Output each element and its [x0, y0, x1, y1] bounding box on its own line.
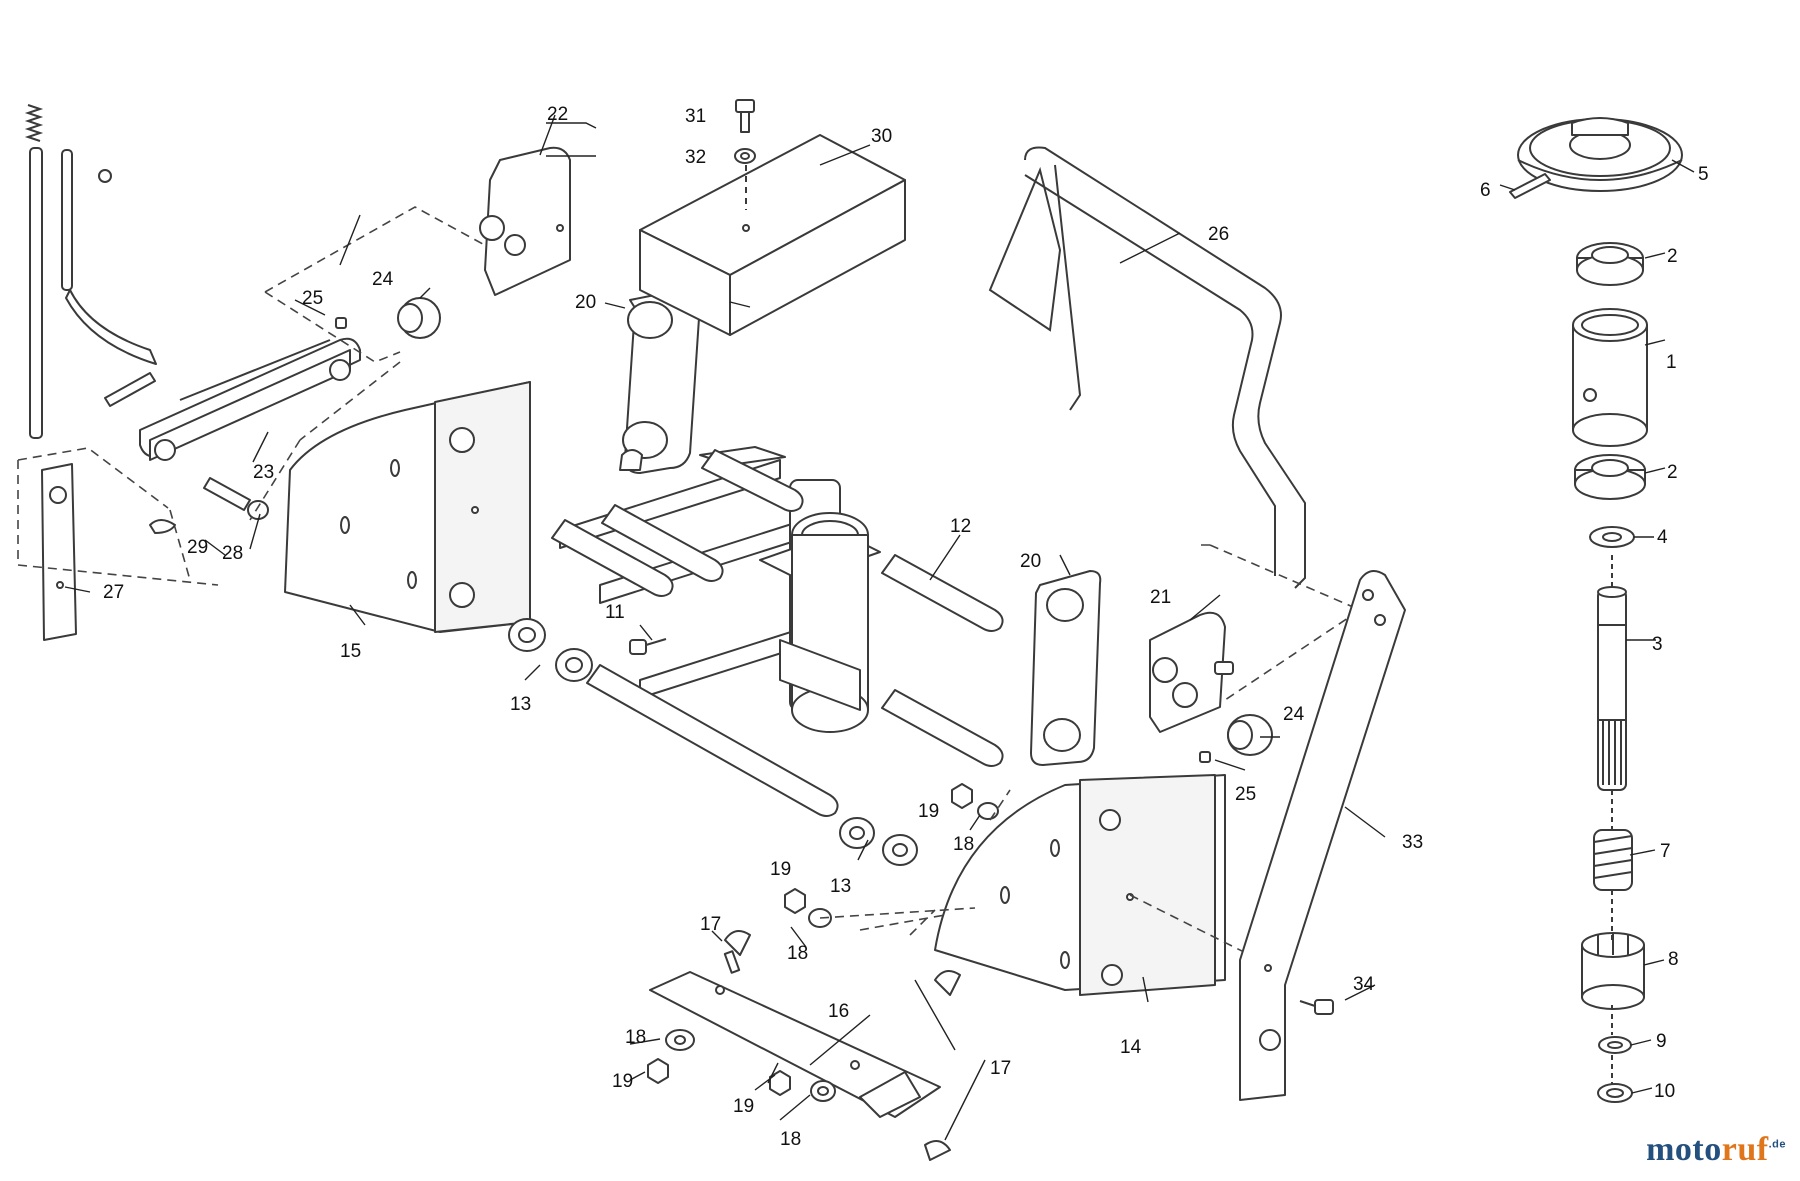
part-14-side-plate — [934, 774, 1226, 996]
callout-27: 27 — [103, 582, 124, 603]
callout-13: 13 — [830, 876, 851, 897]
part-10-circlip — [1597, 1083, 1633, 1103]
part-1-housing — [1572, 308, 1648, 447]
callout-1: 1 — [1666, 352, 1677, 373]
callout-7: 7 — [1660, 841, 1671, 862]
callout-24: 24 — [372, 269, 394, 290]
part-34-bolt — [1299, 999, 1334, 1015]
callout-16: 16 — [828, 1001, 849, 1022]
callout-19: 19 — [733, 1096, 754, 1117]
callout-34: 34 — [1353, 974, 1375, 995]
part-17-screws — [723, 930, 961, 1161]
part-33-arm — [1239, 570, 1406, 1101]
callout-22: 22 — [547, 104, 568, 125]
part-24-bushing-right — [1227, 714, 1273, 756]
callout-18: 18 — [953, 834, 974, 855]
part-30-cover — [639, 134, 906, 336]
part-24-bushing-left — [397, 297, 441, 339]
callout-8: 8 — [1668, 949, 1679, 970]
part-13-washers-left — [508, 618, 593, 682]
callout-25: 25 — [1235, 784, 1256, 805]
callout-28: 28 — [222, 543, 243, 564]
motoruf-watermark-logo: motoruf.de — [1646, 1131, 1786, 1168]
part-20-link-right — [1030, 570, 1102, 766]
part-4-washer — [1589, 526, 1635, 548]
callout-17: 17 — [700, 914, 721, 935]
callout-18: 18 — [787, 943, 808, 964]
callout-9: 9 — [1656, 1031, 1667, 1052]
callout-25: 25 — [302, 288, 323, 309]
frame-tubes — [551, 449, 1004, 817]
callout-13: 13 — [510, 694, 531, 715]
callout-19: 19 — [918, 801, 939, 822]
part-25-nipple-left — [335, 317, 347, 329]
part-28-pin — [203, 477, 269, 520]
callout-20: 20 — [1020, 551, 1041, 572]
callout-19: 19 — [612, 1071, 633, 1092]
callout-30: 30 — [871, 126, 892, 147]
part-16-bar — [649, 971, 941, 1118]
part-2-bearing-lower — [1574, 454, 1646, 500]
part-2-bearing-upper — [1576, 242, 1644, 286]
callout-5: 5 — [1698, 164, 1709, 185]
callout-23: 23 — [253, 462, 274, 483]
part-29-clip — [149, 519, 176, 534]
callout-12: 12 — [950, 516, 971, 537]
part-5-pulley — [1517, 117, 1683, 192]
callout-2: 2 — [1667, 246, 1678, 267]
callout-18: 18 — [780, 1129, 801, 1150]
part-19-nuts — [647, 783, 973, 1096]
part-21-bracket — [1149, 611, 1234, 733]
part-27-strap — [41, 463, 77, 641]
callout-14: 14 — [1120, 1037, 1142, 1058]
callout-21: 21 — [1150, 587, 1171, 608]
callout-18: 18 — [625, 1027, 646, 1048]
part-25-nipple-right — [1199, 751, 1211, 763]
callout-29: 29 — [187, 537, 208, 558]
spring-part — [24, 104, 157, 439]
callout-2: 2 — [1667, 462, 1678, 483]
callout-19: 19 — [770, 859, 791, 880]
part-32-washer — [734, 148, 756, 164]
part-18-washers — [665, 802, 999, 1102]
callout-32: 32 — [685, 147, 706, 168]
part-9-washer — [1598, 1036, 1632, 1054]
part-6-key — [1509, 173, 1551, 199]
callout-20: 20 — [575, 292, 596, 313]
leader-lines — [64, 114, 1695, 1141]
part-22-bracket — [479, 146, 571, 296]
callout-15: 15 — [340, 641, 361, 662]
callout-33: 33 — [1402, 832, 1423, 853]
callout-11: 11 — [605, 602, 625, 623]
callout-4: 4 — [1657, 527, 1668, 548]
part-15-side-plate — [284, 381, 531, 633]
callout-17: 17 — [990, 1058, 1011, 1079]
part-8-clutch — [1581, 932, 1645, 1010]
part-31-screw — [735, 99, 755, 133]
callout-10: 10 — [1654, 1081, 1675, 1102]
part-7-spring — [1593, 829, 1633, 891]
part-11-bolt — [629, 638, 667, 655]
part-13-washers-right — [839, 817, 918, 866]
callout-3: 3 — [1652, 634, 1663, 655]
callout-26: 26 — [1208, 224, 1229, 245]
callout-labels: 1 2 2 3 4 5 6 7 8 9 10 11 12 13 13 14 15… — [103, 104, 1709, 1150]
part-20-link-left — [622, 287, 703, 474]
part-3-shaft — [1597, 586, 1627, 791]
callout-24: 24 — [1283, 704, 1305, 725]
callout-6: 6 — [1480, 180, 1491, 201]
part-26-bow-frame — [988, 146, 1306, 589]
callout-31: 31 — [685, 106, 706, 127]
part-23-lever — [104, 337, 361, 461]
